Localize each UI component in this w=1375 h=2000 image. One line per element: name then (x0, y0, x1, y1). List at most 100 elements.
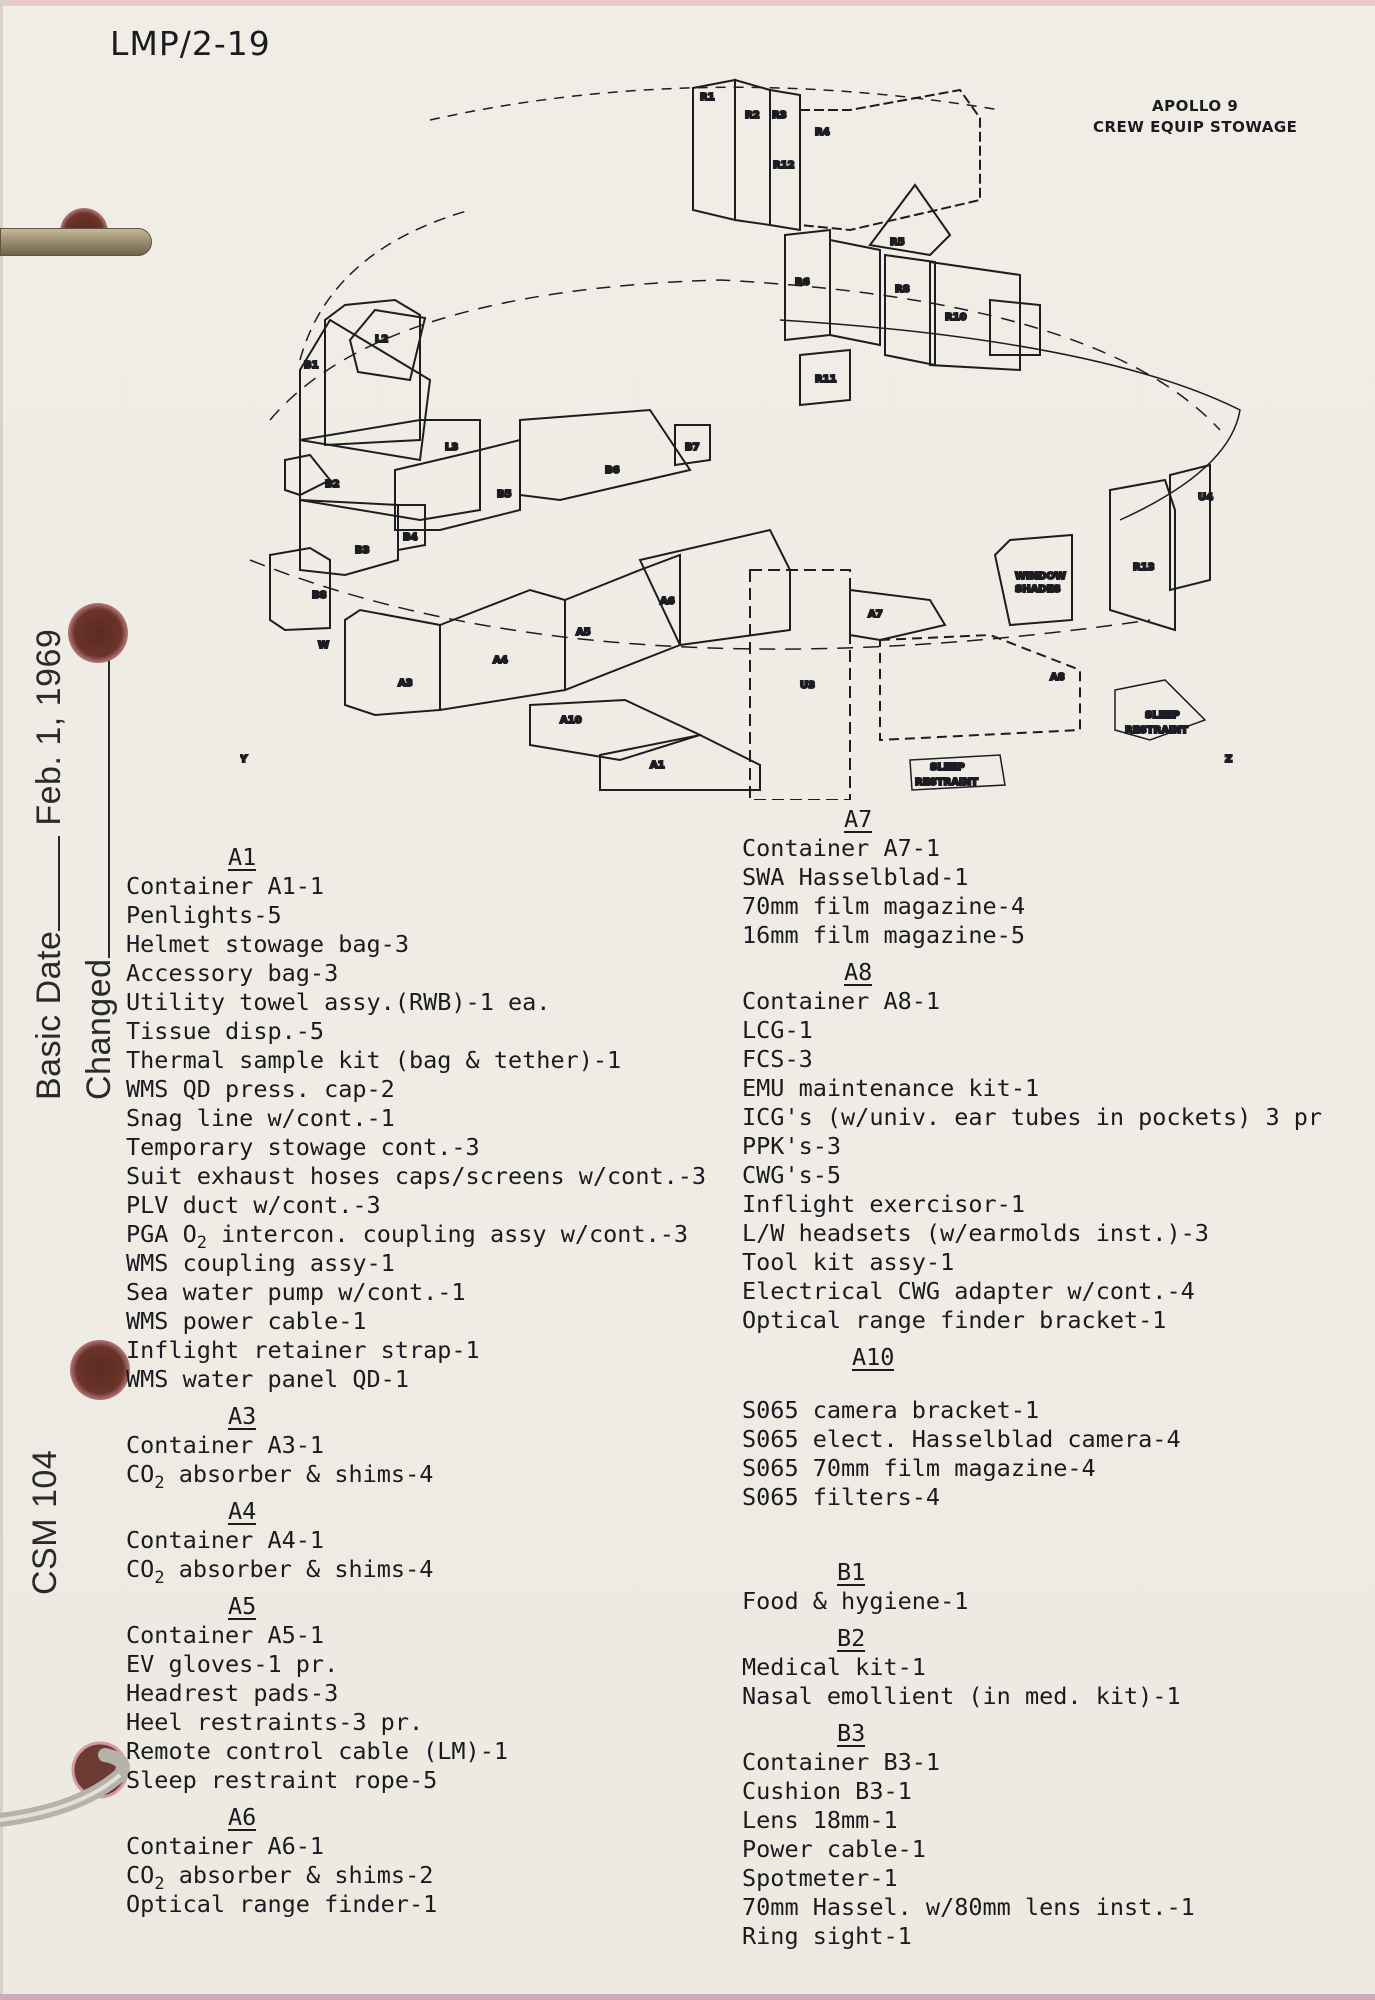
list-item: Cushion B3-1 (742, 1777, 912, 1805)
section-heading: A7 (844, 805, 873, 833)
list-item: Ring sight-1 (742, 1922, 912, 1950)
list-item: CO2 absorber & shims-2 (126, 1861, 434, 1894)
label-A3: A3 (398, 678, 413, 689)
list-item: Container A7-1 (742, 834, 941, 862)
diagram-title-subject: CREW EQUIP STOWAGE (1093, 118, 1298, 136)
label-A8: A8 (1050, 672, 1065, 683)
label-R2: R2 (745, 110, 760, 121)
list-item: PGA O2 intercon. coupling assy w/cont.-3 (126, 1220, 689, 1253)
section-B3: B3 Container B3-1 Cushion B3-1 Lens 18mm… (742, 1719, 1322, 1951)
diagram-title: APOLLO 9 CREW EQUIP STOWAGE (1093, 96, 1297, 138)
list-item: Thermal sample kit (bag & tether)-1 (126, 1046, 622, 1074)
section-A5: A5 Container A5-1 EV gloves-1 pr. Headre… (126, 1592, 706, 1795)
list-item: Penlights-5 (126, 901, 282, 929)
list-item: 70mm Hassel. w/80mm lens inst.-1 (742, 1893, 1195, 1921)
section-A7: A7 Container A7-1 SWA Hasselblad-1 70mm … (742, 805, 1322, 950)
page-top-edge (0, 0, 1375, 6)
list-item: Lens 18mm-1 (742, 1806, 898, 1834)
section-B1: B1 Food & hygiene-1 (742, 1558, 1322, 1616)
list-item: PLV duct w/cont.-3 (126, 1191, 381, 1219)
binder-hole-bottom (70, 1340, 130, 1400)
list-item: CWG's-5 (742, 1161, 842, 1189)
label-U4: U4 (1198, 492, 1213, 503)
list-item: Snag line w/cont.-1 (126, 1104, 395, 1132)
label-R5: R5 (890, 237, 905, 248)
stowage-list-left: A1 Container A1-1 Penlights-5 Helmet sto… (126, 843, 706, 1927)
label-B1: B1 (304, 360, 319, 371)
list-item: Container A6-1 (126, 1832, 325, 1860)
list-item: 70mm film magazine-4 (742, 892, 1025, 920)
list-item: Sleep restraint rope-5 (126, 1766, 438, 1794)
list-item: Tissue disp.-5 (126, 1017, 325, 1045)
section-heading: A5 (228, 1592, 257, 1620)
section-heading: B3 (837, 1719, 866, 1747)
label-W: W (318, 640, 329, 651)
list-item: Medical kit-1 (742, 1653, 926, 1681)
list-item: L/W headsets (w/earmolds inst.)-3 (742, 1219, 1209, 1247)
basic-date-underline (58, 835, 60, 931)
label-window-shades-1: WINDOW (1015, 571, 1066, 582)
vehicle-id: CSM 104 (26, 1449, 64, 1595)
section-A1: A1 Container A1-1 Penlights-5 Helmet sto… (126, 843, 706, 1394)
section-A4: A4 Container A4-1 CO2 absorber & shims-4 (126, 1497, 706, 1587)
label-U3: U3 (800, 680, 815, 691)
binder-ring-bottom (0, 1741, 130, 1827)
label-sleep-restraint-right-2: RESTRAINT (1125, 725, 1188, 736)
label-Y: Y (240, 754, 248, 765)
label-window-shades-2: SHADES (1015, 584, 1061, 595)
list-item: Optical range finder bracket-1 (742, 1306, 1167, 1334)
binder-hole-top (68, 603, 128, 663)
list-item: Power cable-1 (742, 1835, 926, 1863)
label-A10: A10 (560, 715, 582, 726)
basic-date-value: Feb. 1, 1969 (30, 628, 68, 826)
list-item: CO2 absorber & shims-4 (126, 1460, 434, 1493)
label-R12: R12 (773, 160, 795, 171)
label-R8: R8 (895, 284, 910, 295)
list-item: Headrest pads-3 (126, 1679, 339, 1707)
list-item: Container B3-1 (742, 1748, 941, 1776)
diagram-title-mission: APOLLO 9 (1152, 97, 1239, 115)
list-item: S065 camera bracket-1 (742, 1396, 1040, 1424)
list-item: WMS water panel QD-1 (126, 1365, 409, 1393)
section-A10: A10 S065 camera bracket-1 S065 elect. Ha… (742, 1343, 1322, 1512)
section-A6: A6 Container A6-1 CO2 absorber & shims-2… (126, 1803, 706, 1919)
list-item: 16mm film magazine-5 (742, 921, 1025, 949)
label-A4: A4 (493, 655, 508, 666)
list-item: S065 70mm film magazine-4 (742, 1454, 1096, 1482)
label-R1: R1 (700, 92, 715, 103)
list-item: WMS coupling assy-1 (126, 1249, 395, 1277)
list-item: Food & hygiene-1 (742, 1587, 969, 1615)
label-B3: B3 (355, 545, 370, 556)
list-item: Container A5-1 (126, 1621, 325, 1649)
label-R13: R13 (1133, 562, 1155, 573)
label-B8: B8 (312, 590, 327, 601)
spacer (742, 1520, 1322, 1558)
label-B4: B4 (403, 532, 418, 543)
binder-ring-top (0, 228, 152, 256)
section-A3: A3 Container A3-1 CO2 absorber & shims-4 (126, 1402, 706, 1493)
label-Z: Z (1225, 754, 1232, 765)
list-item: WMS QD press. cap-2 (126, 1075, 395, 1103)
label-R11: R11 (815, 374, 837, 385)
label-A1: A1 (650, 760, 665, 771)
section-heading: B2 (837, 1624, 866, 1652)
list-item: Temporary stowage cont.-3 (126, 1133, 480, 1161)
list-item: WMS power cable-1 (126, 1307, 367, 1335)
stowage-diagram: R1 R2 R3 R12 R4 R5 R6 R8 R10 R11 L2 B1 L… (238, 60, 1260, 801)
changed-underline (108, 638, 110, 959)
page-bottom-edge (0, 1994, 1375, 2000)
list-item: EV gloves-1 pr. (126, 1650, 339, 1678)
list-item: Container A4-1 (126, 1526, 325, 1554)
section-heading: A8 (844, 958, 873, 986)
list-item: Helmet stowage bag-3 (126, 930, 409, 958)
section-heading: A6 (228, 1803, 257, 1831)
label-L2: L2 (375, 334, 388, 345)
label-R3: R3 (772, 110, 787, 121)
label-R4: R4 (815, 127, 830, 138)
list-item: Utility towel assy.(RWB)-1 ea. (126, 988, 551, 1016)
list-item: S065 filters-4 (742, 1483, 941, 1511)
label-A5: A5 (576, 627, 591, 638)
list-item: LCG-1 (742, 1016, 813, 1044)
label-B6: B6 (605, 465, 620, 476)
